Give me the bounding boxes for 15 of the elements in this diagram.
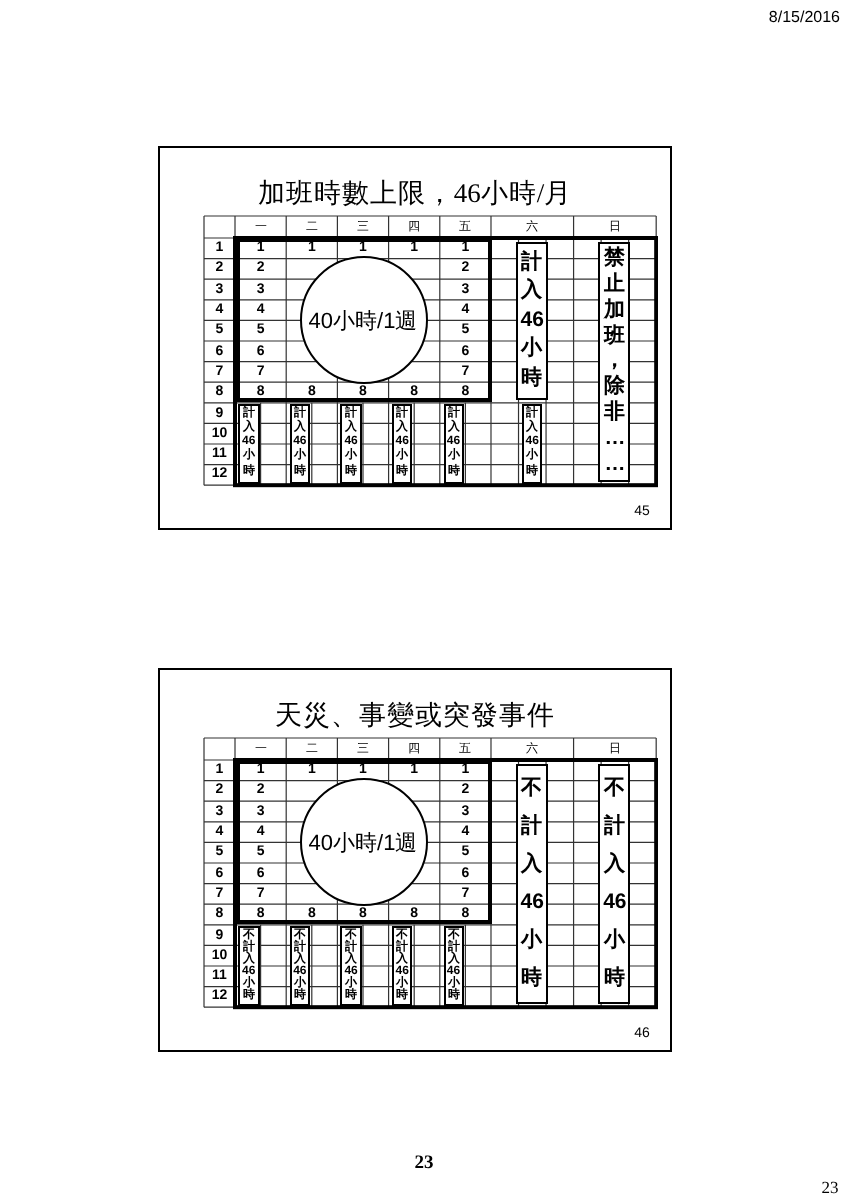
vertical-note-box: 不計入46小時 <box>598 763 631 1005</box>
slide-frame <box>158 668 672 1052</box>
vertical-note-box: 禁止加班，除非…… <box>598 241 631 483</box>
print-date: 8/15/2016 <box>768 9 840 27</box>
vertical-note-box: 計入46小時 <box>516 241 549 400</box>
vertical-note-box: 不計入46小時 <box>516 763 549 1005</box>
hours-circle: 40小時/1週 <box>299 778 427 907</box>
page-number: 23 <box>821 1179 839 1197</box>
slide-frame <box>158 146 672 530</box>
slide-title: 加班時數上限，46小時/月 <box>257 178 573 208</box>
highlight-frame <box>235 760 491 925</box>
highlight-frame <box>235 238 491 403</box>
slide-title: 天災、事變或突發事件 <box>275 700 555 730</box>
hours-circle: 40小時/1週 <box>299 256 427 385</box>
page-number: 23 <box>414 1156 434 1176</box>
